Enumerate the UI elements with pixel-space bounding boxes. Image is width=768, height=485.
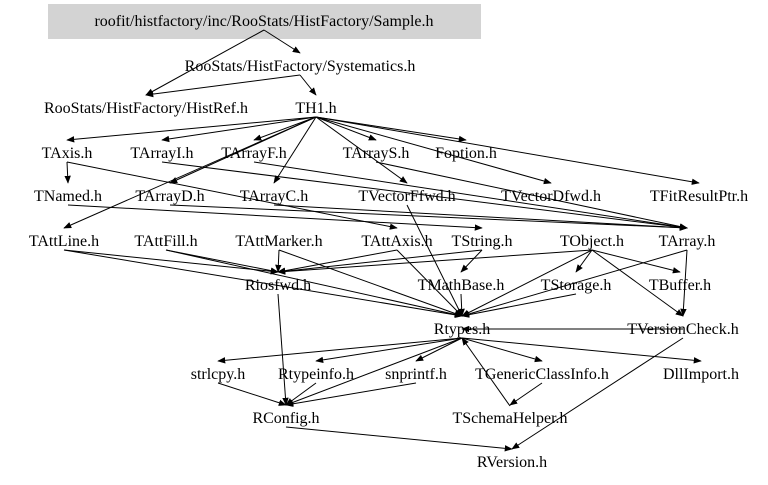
node-strlcpy[interactable]: strlcpy.h xyxy=(191,366,246,383)
edge-TH1-to-TAxis xyxy=(66,116,317,143)
edge-TH1-to-TFitResultPtr xyxy=(315,116,700,185)
edge-TAttAxis-to-Riosfwd xyxy=(277,249,398,274)
node-TArray[interactable]: TArray.h xyxy=(659,233,716,250)
node-TArrayF[interactable]: TArrayF.h xyxy=(221,145,286,162)
node-TArrayS[interactable]: TArrayS.h xyxy=(343,145,410,162)
edge-Rtypes-to-RConfig xyxy=(285,337,463,406)
edge-TH1-to-TArrayC xyxy=(273,116,317,184)
edge-TArrayI-to-TArray xyxy=(161,161,688,231)
edge-strlcpy-to-RConfig xyxy=(217,382,287,406)
edge-Rtypes-to-strlcpy xyxy=(217,337,463,364)
edge-Rtypes-to-snprintf xyxy=(415,337,463,362)
edge-TGenericClassInfo-to-TSchemaHelper xyxy=(509,382,543,406)
edge-Rtypes-to-DllImport xyxy=(461,337,702,364)
edge-Sample-to-HistRef xyxy=(145,29,265,96)
node-TObject[interactable]: TObject.h xyxy=(560,233,624,250)
edge-TH1-to-TArrayF xyxy=(253,116,317,141)
edge-TAxis-to-TAttAxis xyxy=(66,161,398,230)
node-TAttLine[interactable]: TAttLine.h xyxy=(29,233,99,250)
edge-TH1-to-TArrayI xyxy=(161,116,317,143)
node-TString[interactable]: TString.h xyxy=(452,233,513,250)
edge-TObject-to-TVersionCheck xyxy=(591,249,684,317)
edge-TAttMarker-to-Riosfwd xyxy=(275,249,282,273)
node-Rtypes[interactable]: Rtypes.h xyxy=(434,321,490,338)
node-Systematics[interactable]: RooStats/HistFactory/Systematics.h xyxy=(185,58,416,75)
edge-Systematics-to-TH1 xyxy=(299,74,317,96)
node-TVersionCheck[interactable]: TVersionCheck.h xyxy=(627,321,739,338)
edge-TArrayC-to-TArray xyxy=(273,204,688,231)
node-TStorage[interactable]: TStorage.h xyxy=(541,277,612,294)
edge-TAttLine-to-Riosfwd xyxy=(63,249,279,275)
edge-TArrayD-to-TArray xyxy=(169,204,688,231)
edge-TAttLine-to-Rtypes xyxy=(63,249,463,318)
node-DllImport[interactable]: DllImport.h xyxy=(663,366,739,383)
node-Riosfwd[interactable]: Riosfwd.h xyxy=(245,277,311,294)
edge-TAttMarker-to-Rtypes xyxy=(278,249,463,317)
edge-Rtypes-to-Rtypeinfo xyxy=(315,337,463,364)
edge-TAttAxis-to-Rtypes xyxy=(396,249,463,317)
node-TVectorFfwd[interactable]: TVectorFfwd.h xyxy=(358,188,455,205)
node-snprintf[interactable]: snprintf.h xyxy=(385,366,447,383)
node-TArrayC[interactable]: TArrayC.h xyxy=(240,188,308,205)
node-RVersion[interactable]: RVersion.h xyxy=(477,454,547,471)
edges xyxy=(63,29,702,452)
edge-Rtypes-to-TGenericClassInfo xyxy=(461,337,543,363)
node-TH1[interactable]: TH1.h xyxy=(295,100,336,117)
node-TAttFill[interactable]: TAttFill.h xyxy=(134,233,197,250)
node-TAxis[interactable]: TAxis.h xyxy=(42,145,93,162)
node-RConfig[interactable]: RConfig.h xyxy=(252,410,319,427)
edge-TAxis-to-TNamed xyxy=(64,161,71,184)
node-Rtypeinfo[interactable]: Rtypeinfo.h xyxy=(278,366,354,383)
edge-TH1-to-TVectorFfwd xyxy=(315,116,408,184)
edge-TObject-to-Rtypes xyxy=(461,249,593,317)
edge-TString-to-Riosfwd xyxy=(277,249,483,275)
edge-TVersionCheck-to-RVersion xyxy=(511,337,684,450)
edge-TObject-to-TStorage xyxy=(575,249,593,273)
edge-snprintf-to-RConfig xyxy=(285,382,417,407)
edge-TArray-to-TVersionCheck xyxy=(680,249,688,317)
node-TSchemaHelper[interactable]: TSchemaHelper.h xyxy=(452,410,567,427)
edge-TArrayS-to-TArray xyxy=(375,161,688,230)
node-TAttAxis[interactable]: TAttAxis.h xyxy=(361,233,432,250)
edge-TStorage-to-Rtypes xyxy=(461,293,577,318)
edge-TH1-to-TAttLine xyxy=(63,116,317,229)
root-node-box xyxy=(48,4,481,39)
edge-Systematics-to-HistRef xyxy=(145,74,301,98)
node-TBuffer[interactable]: TBuffer.h xyxy=(649,277,711,294)
node-TGenericClassInfo[interactable]: TGenericClassInfo.h xyxy=(475,366,609,383)
node-TArrayI[interactable]: TArrayI.h xyxy=(130,145,193,162)
node-TVectorDfwd[interactable]: TVectorDfwd.h xyxy=(501,188,601,205)
node-TNamed[interactable]: TNamed.h xyxy=(34,188,102,205)
edge-TString-to-TMathBase xyxy=(460,249,483,273)
node-HistRef[interactable]: RooStats/HistFactory/HistRef.h xyxy=(44,100,248,117)
edge-TNamed-to-TString xyxy=(67,204,483,231)
edge-TH1-to-TArrayS xyxy=(315,116,377,141)
node-TFitResultPtr[interactable]: TFitResultPtr.h xyxy=(650,188,748,205)
edge-TObject-to-TBuffer xyxy=(591,249,681,274)
node-Foption[interactable]: Foption.h xyxy=(435,145,497,162)
edge-TArrayF-to-TArray xyxy=(253,161,688,231)
node-TArrayD[interactable]: TArrayD.h xyxy=(135,188,204,205)
edge-TMathBase-to-Rtypes xyxy=(458,293,465,317)
edge-Rtypeinfo-to-RConfig xyxy=(285,382,317,406)
edge-TArray-to-Rtypes xyxy=(461,249,688,318)
edge-TObject-to-Riosfwd xyxy=(277,249,593,275)
edge-TSchemaHelper-to-Rtypes xyxy=(461,337,511,407)
edge-TH1-to-TVectorDfwd xyxy=(315,116,552,185)
edge-TVectorFfwd-to-Rtypes xyxy=(406,204,463,317)
edge-Riosfwd-to-RConfig xyxy=(277,293,289,406)
node-TAttMarker[interactable]: TAttMarker.h xyxy=(235,233,322,250)
edge-RConfig-to-RVersion xyxy=(285,426,513,452)
edge-Sample-to-Systematics xyxy=(263,29,301,54)
node-Sample[interactable]: roofit/histfactory/inc/RooStats/HistFact… xyxy=(94,13,433,30)
edge-TAttFill-to-Rtypes xyxy=(165,249,463,318)
nodes: roofit/histfactory/inc/RooStats/HistFact… xyxy=(29,13,748,471)
node-TMathBase[interactable]: TMathBase.h xyxy=(418,277,505,294)
